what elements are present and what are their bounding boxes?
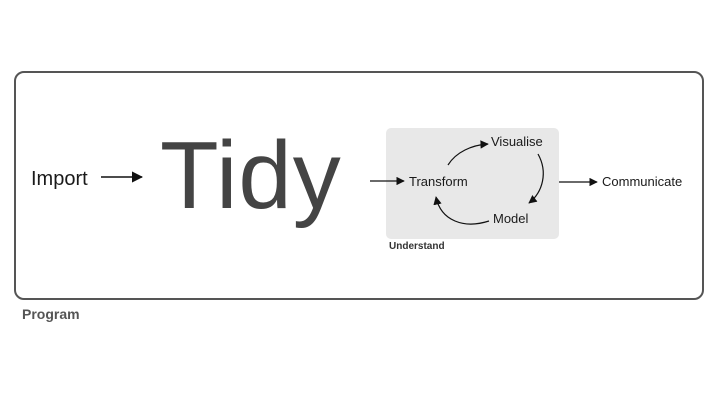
program-box bbox=[14, 71, 704, 300]
model-node: Model bbox=[493, 211, 529, 226]
communicate-node: Communicate bbox=[602, 174, 683, 189]
transform-node: Transform bbox=[409, 174, 468, 189]
understand-label: Understand bbox=[389, 241, 445, 252]
tidy-node: Tidy bbox=[160, 122, 342, 229]
visualise-node: Visualise bbox=[491, 134, 543, 149]
program-label: Program bbox=[22, 306, 80, 322]
import-node: Import bbox=[31, 168, 88, 190]
